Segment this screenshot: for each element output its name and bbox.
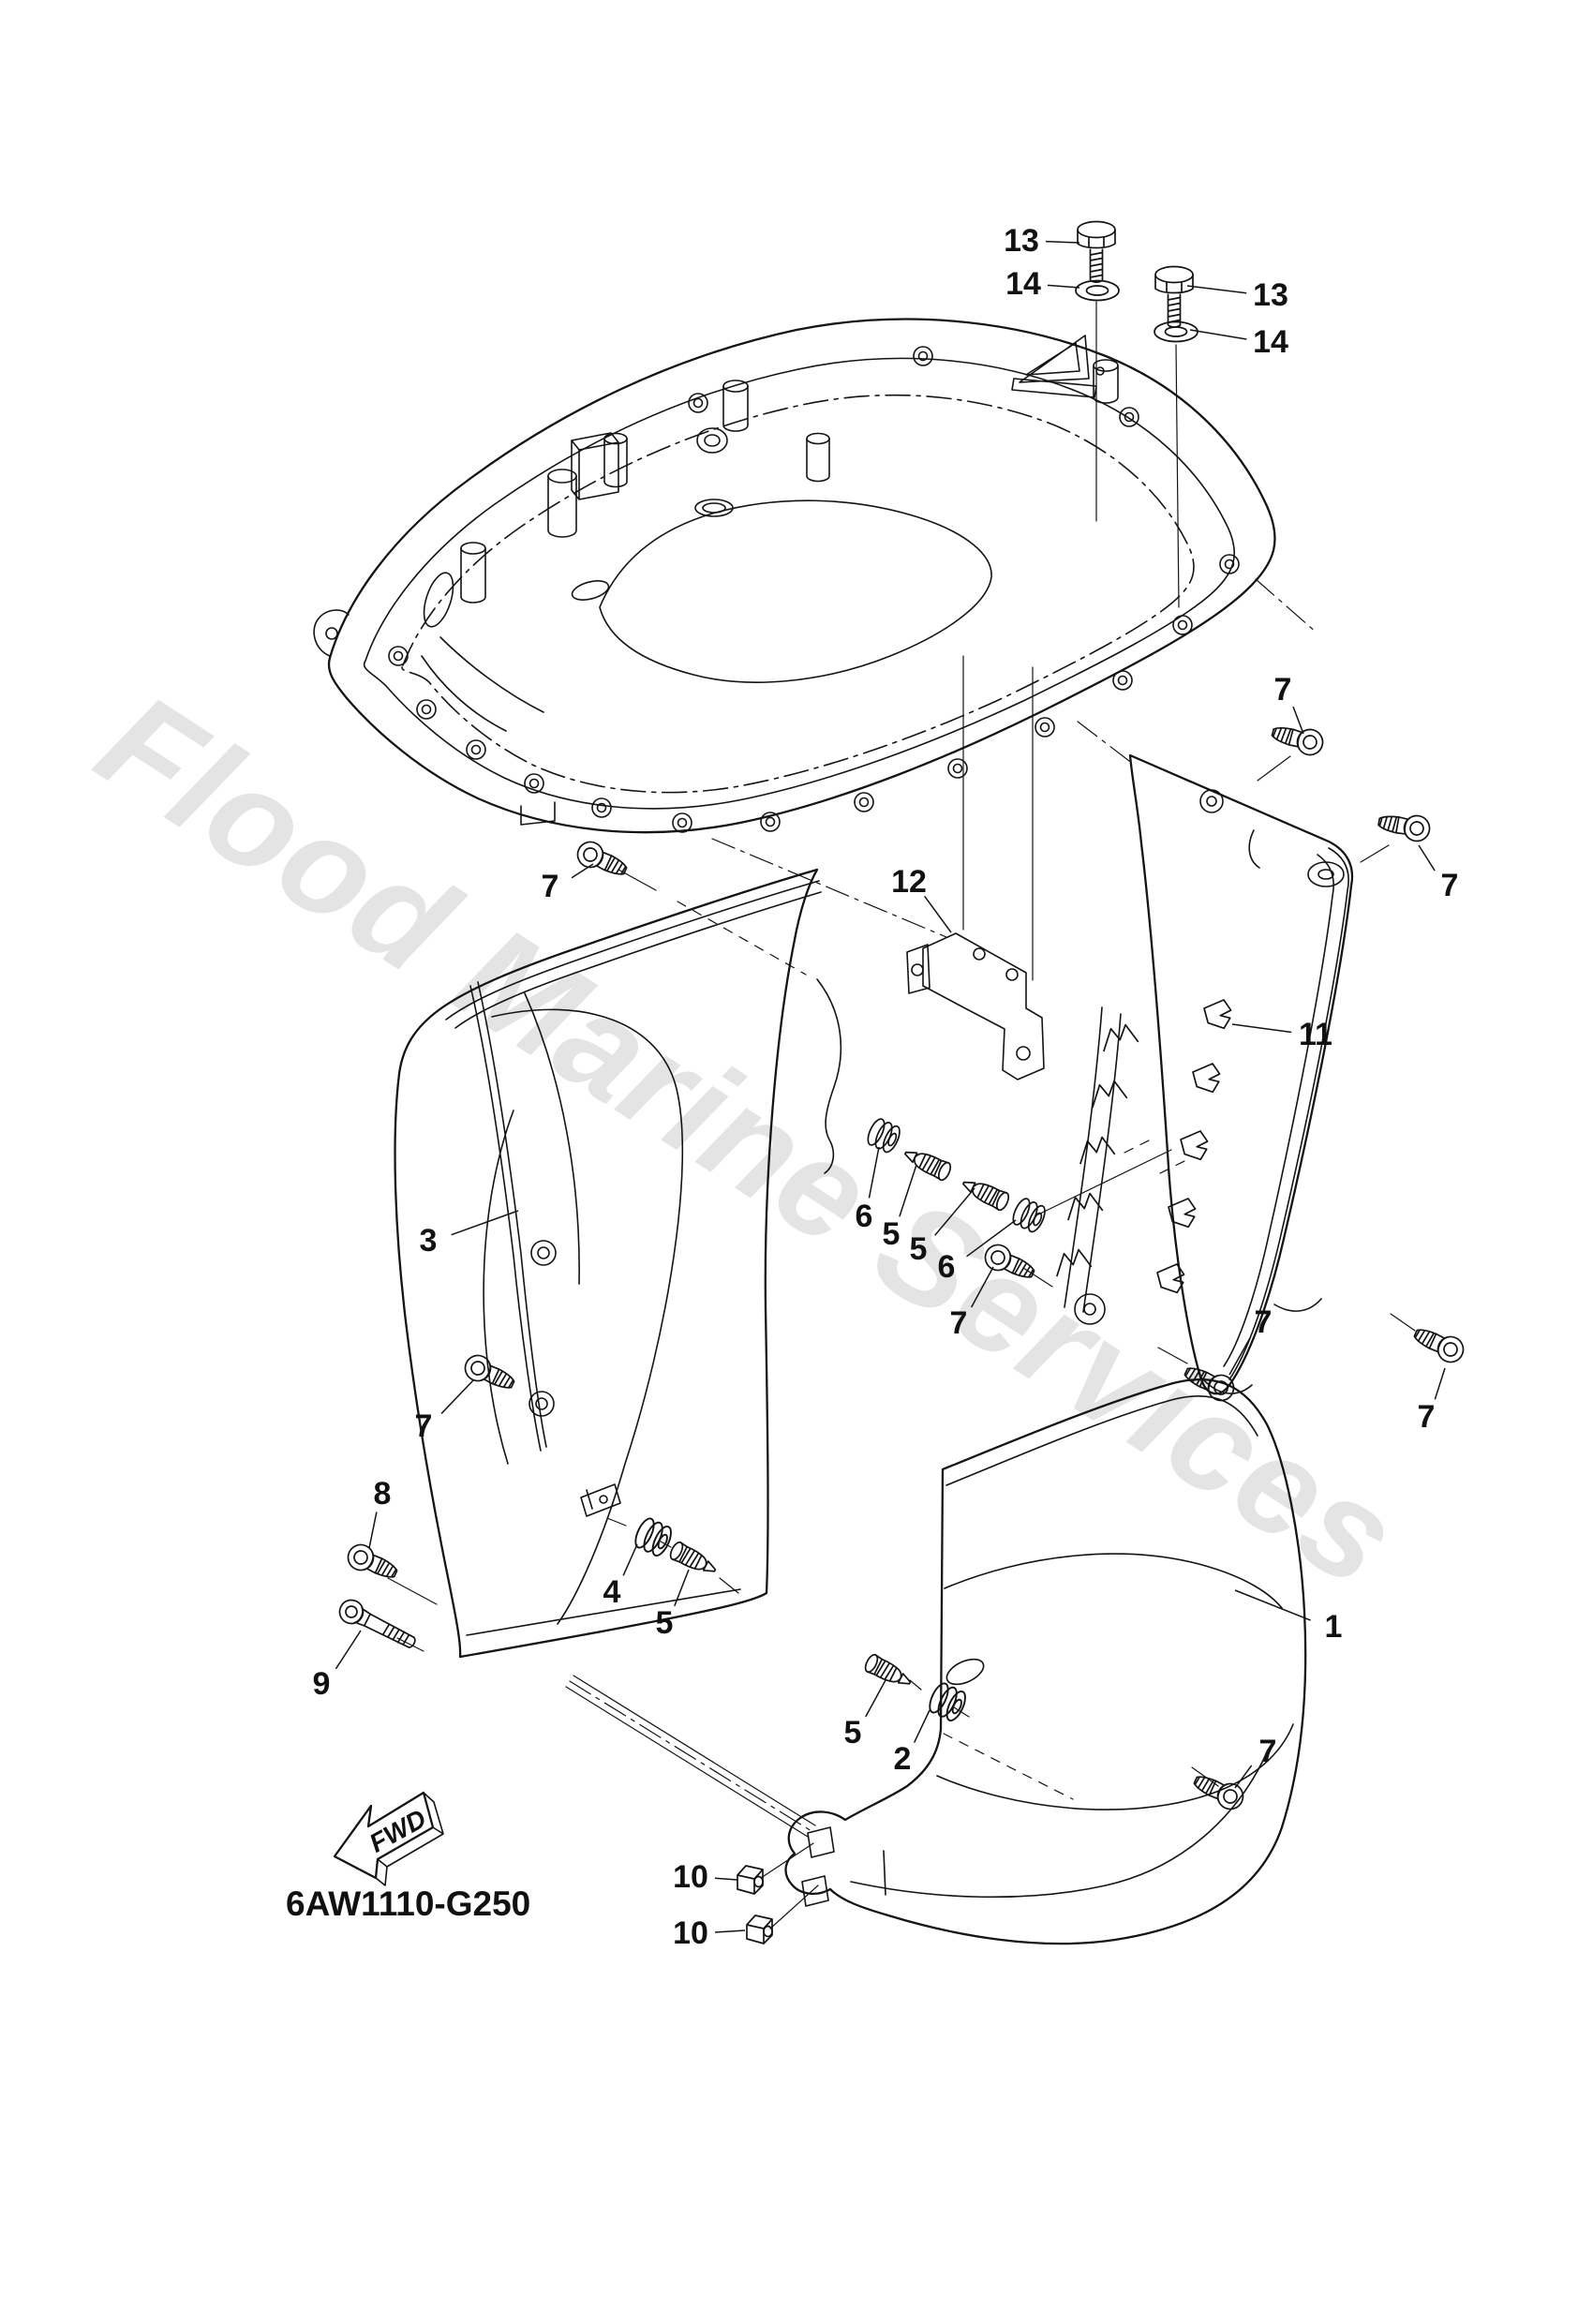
callout-4[interactable]: 4 — [603, 1574, 621, 1610]
callout-14[interactable]: 14 — [1253, 324, 1288, 360]
leader-line — [1234, 1589, 1311, 1621]
leader-line — [1292, 706, 1304, 735]
leader-line — [1228, 1337, 1251, 1376]
leader-line — [1186, 285, 1247, 294]
callout-6[interactable]: 6 — [938, 1249, 956, 1285]
callout-1[interactable]: 1 — [1325, 1609, 1343, 1645]
callout-7[interactable]: 7 — [415, 1408, 433, 1444]
bolt-icon — [1154, 265, 1194, 329]
callout-13[interactable]: 13 — [1253, 277, 1288, 313]
clip-icon — [1191, 1062, 1223, 1095]
fwd-arrow: FWD — [333, 1791, 444, 1886]
pan-bolt-bosses — [388, 346, 1240, 833]
screw-icon — [1409, 1320, 1468, 1367]
callout-13[interactable]: 13 — [1004, 223, 1039, 259]
side-panel-left-3 — [394, 868, 842, 1659]
grommet-icon — [925, 1679, 970, 1724]
callout-7[interactable]: 7 — [1441, 868, 1459, 903]
screw-icon — [573, 837, 632, 884]
callout-3[interactable]: 3 — [420, 1223, 438, 1259]
square-nut-icon — [737, 1865, 764, 1895]
leader-line — [714, 1877, 738, 1881]
leader-line — [1189, 329, 1247, 340]
callout-7[interactable]: 7 — [542, 869, 559, 904]
leader-line — [451, 1210, 519, 1236]
leader-line — [924, 895, 952, 933]
clip-icon — [1202, 998, 1234, 1032]
screw-icon — [1376, 808, 1433, 844]
tapping-screw-icon — [862, 1651, 916, 1692]
screw-icon — [460, 1350, 519, 1397]
construction-lines — [565, 301, 1318, 1838]
callout-7[interactable]: 7 — [1259, 1734, 1277, 1769]
leader-line — [1234, 1765, 1253, 1789]
leader-line — [1418, 844, 1436, 872]
leader-line — [966, 1219, 1017, 1258]
leader-line — [714, 1929, 746, 1933]
screw-icon — [1189, 1767, 1248, 1814]
callout-6[interactable]: 6 — [856, 1199, 873, 1234]
bracket-12 — [906, 932, 1045, 1080]
callout-10[interactable]: 10 — [673, 1915, 708, 1951]
washer-icon — [1154, 320, 1198, 343]
callout-12[interactable]: 12 — [891, 864, 927, 900]
part-code: 6AW1110-G250 — [286, 1885, 530, 1923]
square-nut-icon — [746, 1914, 773, 1944]
callout-10[interactable]: 10 — [673, 1859, 708, 1895]
callout-5[interactable]: 5 — [883, 1216, 901, 1252]
leader-line — [1434, 1367, 1446, 1400]
fwd-label: FWD — [365, 1804, 431, 1858]
screw-icon — [1269, 719, 1327, 759]
leader-line — [865, 1679, 886, 1718]
bottom-cowling-top-view — [313, 318, 1276, 834]
leader-line — [934, 1187, 975, 1236]
leader-line — [868, 1146, 880, 1199]
washer-icon — [1075, 279, 1120, 302]
leader-line — [622, 1543, 638, 1576]
bolt-icon — [1077, 220, 1116, 284]
leader-line — [1045, 240, 1080, 244]
leader-line — [335, 1630, 362, 1670]
callout-2[interactable]: 2 — [894, 1741, 912, 1777]
callout-5[interactable]: 5 — [844, 1715, 862, 1750]
leader-line — [899, 1164, 917, 1217]
pan-standpipes — [460, 359, 1119, 603]
leader-line — [913, 1709, 930, 1743]
callout-7[interactable]: 7 — [950, 1305, 968, 1341]
fasteners — [335, 220, 1468, 1944]
leader-line — [970, 1266, 994, 1308]
callout-7[interactable]: 7 — [1274, 672, 1292, 708]
callout-14[interactable]: 14 — [1005, 266, 1041, 302]
grommet-icon — [631, 1514, 676, 1559]
leader-line — [1047, 284, 1080, 289]
leader-line — [571, 863, 594, 879]
leader-extras — [387, 755, 1416, 1929]
callout-5[interactable]: 5 — [910, 1231, 928, 1267]
callout-11[interactable]: 11 — [1299, 1017, 1332, 1052]
callout-7[interactable]: 7 — [1255, 1304, 1273, 1340]
leader-line — [440, 1379, 474, 1414]
callout-9[interactable]: 9 — [313, 1666, 331, 1702]
callout-8[interactable]: 8 — [374, 1476, 392, 1512]
leader-line — [1231, 1023, 1292, 1034]
callout-7[interactable]: 7 — [1418, 1399, 1436, 1435]
screw-icon — [343, 1540, 402, 1587]
clip-icon — [1076, 1135, 1117, 1165]
leader-line — [674, 1569, 690, 1607]
bottom-cowling-1 — [784, 1378, 1307, 1945]
leader-line — [368, 1512, 378, 1549]
callout-5[interactable]: 5 — [656, 1605, 674, 1641]
tapping-screw-icon — [667, 1539, 721, 1580]
clip-icon — [1179, 1129, 1211, 1163]
long-bolt-icon — [335, 1595, 421, 1656]
